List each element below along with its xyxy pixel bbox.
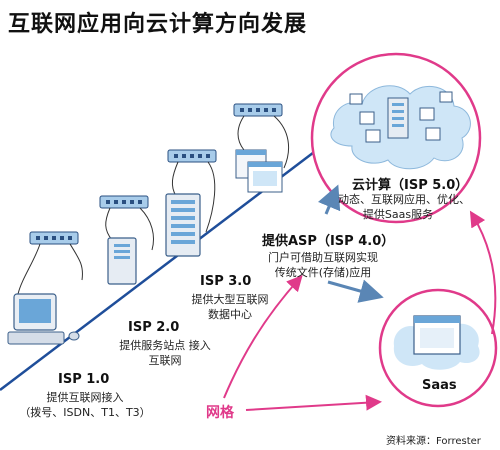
computer-icon	[7, 293, 80, 345]
network-switch-icon	[233, 103, 290, 169]
source-credit: 资料来源：Forrester	[386, 436, 481, 447]
arrow-to-saas	[327, 279, 384, 303]
cloud-icon	[330, 85, 471, 170]
stage-1-desc-line: （拨号、ISDN、T1、T3）	[19, 406, 151, 419]
application-window-icon	[235, 149, 283, 193]
stage-5-desc: 动态、互联网应用、优化、 提供Saas服务	[338, 192, 470, 222]
arrow-to-cloud	[318, 184, 341, 215]
stage-2-desc: 提供服务站点 接入 互联网	[100, 338, 230, 368]
arrow-grid-to-asp	[223, 275, 303, 399]
grid-label: 网格	[206, 405, 234, 421]
stage-3-desc: 提供大型互联网 数据中心	[184, 292, 276, 322]
stage-1-desc-line: 提供互联网接入	[46, 391, 124, 404]
stage-2-desc-line: 提供服务站点 接入	[119, 339, 211, 352]
stage-3-desc-line: 提供大型互联网	[191, 293, 269, 306]
stage-5-label: 云计算（ISP 5.0）	[352, 178, 469, 193]
arrow-saas-to-cloud	[469, 210, 497, 335]
stage-3-desc-line: 数据中心	[208, 308, 252, 321]
network-switch-icon	[17, 231, 83, 295]
saas-label: Saas	[422, 378, 457, 393]
network-switch-icon	[99, 195, 154, 251]
stage-4-label: 提供ASP（ISP 4.0）	[262, 234, 395, 249]
stage-5-desc-line: 提供Saas服务	[362, 208, 434, 221]
stage-1-label: ISP 1.0	[58, 372, 110, 387]
server-icon	[107, 237, 137, 285]
network-switch-icon	[167, 149, 217, 233]
data-center-icon	[165, 193, 201, 257]
stage-3-label: ISP 3.0	[200, 274, 252, 289]
stage-5-desc-line: 动态、互联网应用、优化、	[338, 193, 470, 206]
page-title: 互联网应用向云计算方向发展	[8, 12, 308, 37]
saas-window-icon	[393, 315, 480, 370]
stage-4-desc-line: 门户可借助互联网实现	[268, 251, 378, 264]
stage-1-desc: 提供互联网接入 （拨号、ISDN、T1、T3）	[10, 390, 160, 420]
stage-4-desc-line: 传统文件(存储)应用	[274, 266, 372, 279]
stage-4-desc: 门户可借助互联网实现 传统文件(存储)应用	[258, 250, 388, 280]
stage-2-label: ISP 2.0	[128, 320, 180, 335]
arrow-grid-to-saas	[245, 394, 382, 411]
stage-2-desc-line: 互联网	[148, 354, 182, 367]
